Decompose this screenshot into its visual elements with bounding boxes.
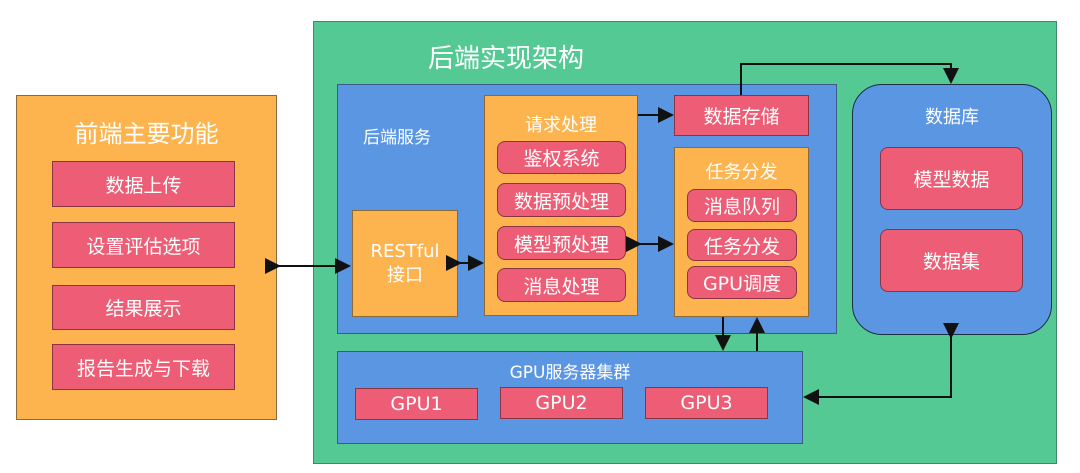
frontend-item: 数据上传 [52,161,235,207]
task-dispatch-title: 任务分发 [705,162,778,183]
frontend-item: 结果展示 [52,285,235,330]
frontend-title: 前端主要功能 [74,120,219,148]
gpu-node: GPU1 [355,388,478,420]
restful-line2: 接口 [387,264,423,286]
database-title: 数据库 [925,107,979,128]
frontend-item: 报告生成与下载 [52,344,235,390]
frontend-item: 设置评估选项 [52,222,235,268]
restful-interface: RESTful 接口 [352,210,458,317]
request-handling-title: 请求处理 [525,115,597,136]
dispatch-item: GPU调度 [687,266,797,299]
database-item: 模型数据 [880,147,1023,210]
request-item: 消息处理 [497,268,626,302]
restful-line1: RESTful [370,240,440,262]
database-item: 数据集 [880,229,1023,292]
dispatch-item: 消息队列 [687,189,797,222]
dispatch-item: 任务分发 [687,229,797,261]
gpu-cluster-title: GPU服务器集群 [509,363,631,383]
gpu-node: GPU3 [645,387,768,419]
gpu-node: GPU2 [500,387,623,419]
backend-service-title: 后端服务 [363,128,431,148]
request-item: 鉴权系统 [497,141,626,174]
backend-title: 后端实现架构 [428,44,585,74]
data-storage: 数据存储 [674,95,809,136]
request-item: 模型预处理 [497,226,626,260]
request-item: 数据预处理 [497,183,626,217]
